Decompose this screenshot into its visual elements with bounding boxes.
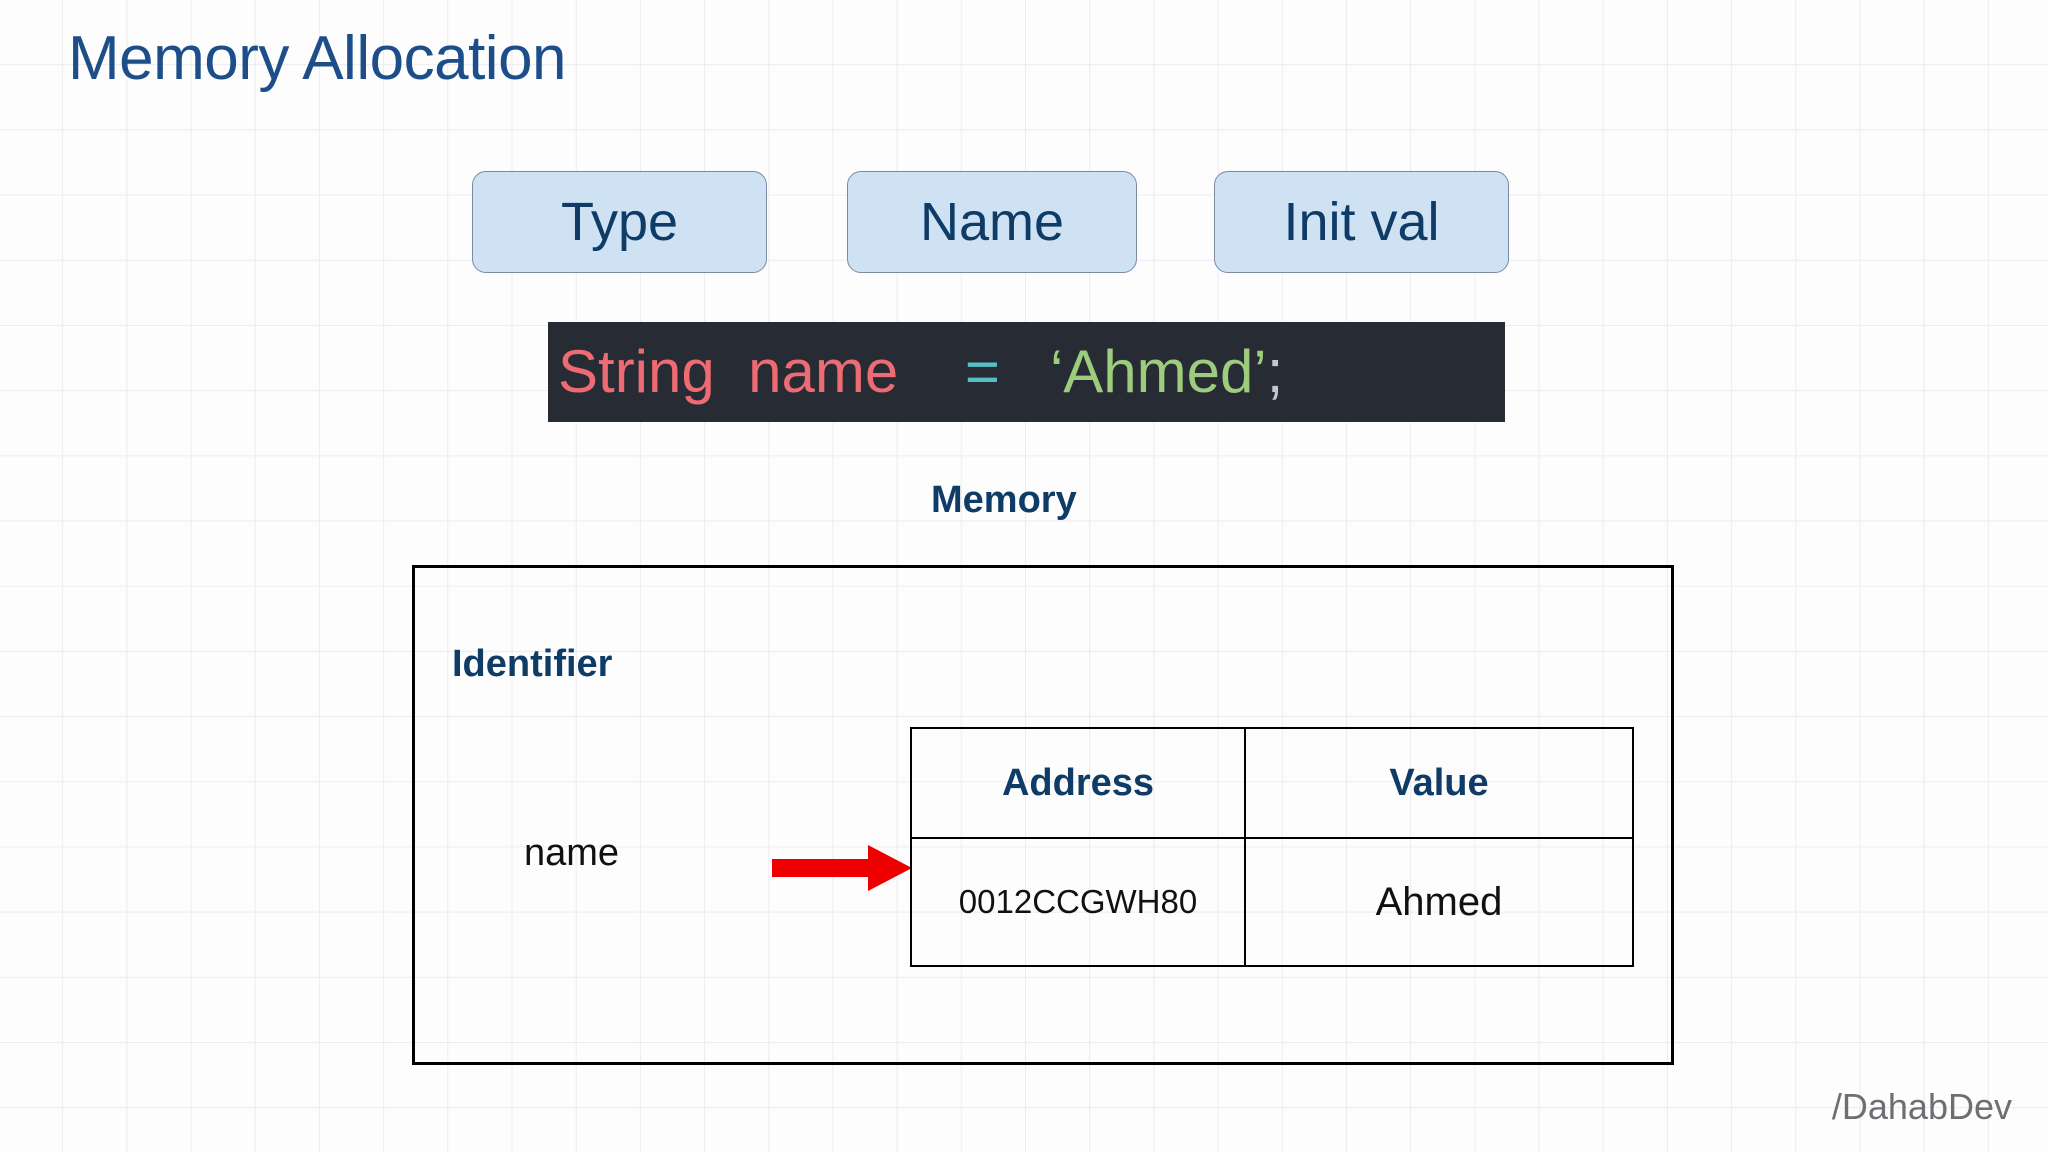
identifier-value: name xyxy=(524,832,620,874)
code-token-string: ‘Ahmed’ xyxy=(1049,338,1267,405)
code-gap-2 xyxy=(898,342,965,402)
cell-address: 0012CCGWH80 xyxy=(910,837,1246,967)
identifier-heading: Identifier xyxy=(452,643,613,685)
callout-init-val-label: Init val xyxy=(1283,192,1440,252)
callout-type-bubble: Type xyxy=(472,171,767,273)
code-token-name: name xyxy=(748,338,899,405)
memory-heading: Memory xyxy=(931,479,1077,521)
callout-type: Type xyxy=(472,171,767,273)
callout-name-label: Name xyxy=(919,192,1065,252)
callout-name-bubble: Name xyxy=(847,171,1137,273)
memory-box xyxy=(412,565,1674,1065)
callout-name: Name xyxy=(847,171,1137,273)
pointer-arrow-icon xyxy=(772,845,912,891)
code-token-semicolon: ; xyxy=(1266,338,1284,405)
callout-init-val-bubble: Init val xyxy=(1214,171,1509,273)
watermark: /DahabDev xyxy=(1831,1086,2012,1127)
code-snippet: String name = ‘Ahmed’ ; xyxy=(548,322,1505,422)
code-token-type: String xyxy=(558,338,715,405)
code-gap-1 xyxy=(715,342,748,402)
callout-type-label: Type xyxy=(560,192,679,252)
table-header-value: Value xyxy=(1244,727,1634,839)
page-title: Memory Allocation xyxy=(68,24,567,93)
table-header-address: Address xyxy=(910,727,1246,839)
table-header-row: Address Value xyxy=(910,727,1634,839)
memory-table: Address Value 0012CCGWH80 Ahmed xyxy=(910,727,1634,967)
callout-init-val: Init val xyxy=(1214,171,1509,273)
cell-value: Ahmed xyxy=(1244,837,1634,967)
code-gap-3 xyxy=(1000,342,1050,402)
table-row: 0012CCGWH80 Ahmed xyxy=(910,837,1634,967)
code-token-equals: = xyxy=(964,338,1000,405)
